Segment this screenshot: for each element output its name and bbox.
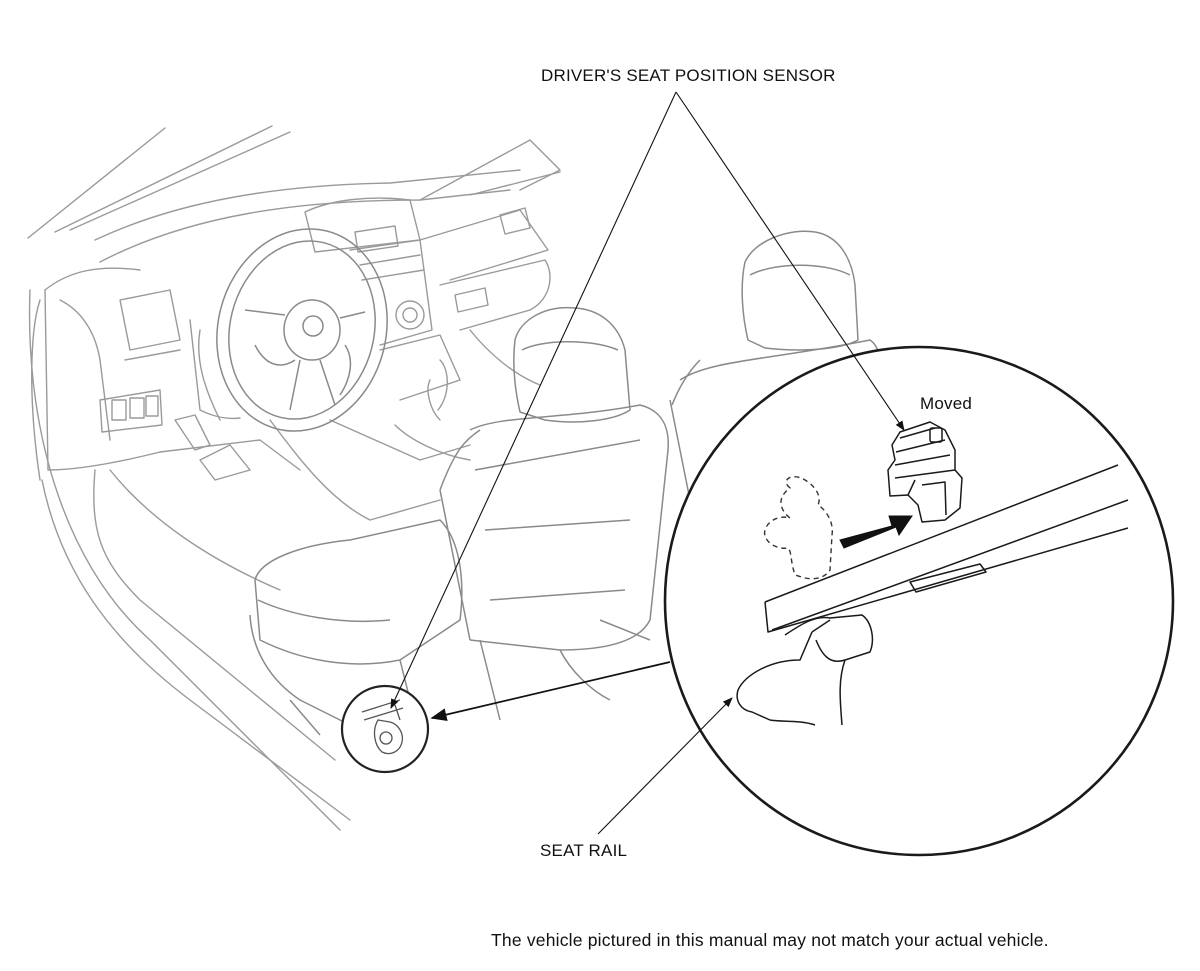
car-body (27, 125, 561, 831)
sensor-moved-icon (887, 421, 963, 523)
leader-sensor-small (390, 91, 677, 709)
disclaimer-note: The vehicle pictured in this manual may … (491, 930, 1049, 950)
seat-rail-detail (736, 464, 1129, 726)
move-arrow-icon (839, 515, 913, 549)
callout-connector (430, 661, 671, 721)
sensor-original-position (763, 476, 833, 580)
label-moved: Moved (920, 394, 973, 413)
leader-lines (390, 91, 905, 835)
label-seat-rail: SEAT RAIL (540, 841, 628, 860)
leader-seat-rail (597, 697, 733, 835)
driver-seat (249, 306, 669, 736)
callout-circle-small (340, 684, 430, 774)
passenger-seat (669, 230, 881, 501)
detail-magnifier (663, 345, 1175, 857)
leader-sensor-detail (675, 91, 905, 431)
label-drivers-seat-position-sensor: DRIVER'S SEAT POSITION SENSOR (541, 66, 836, 85)
steering-wheel (216, 228, 388, 432)
